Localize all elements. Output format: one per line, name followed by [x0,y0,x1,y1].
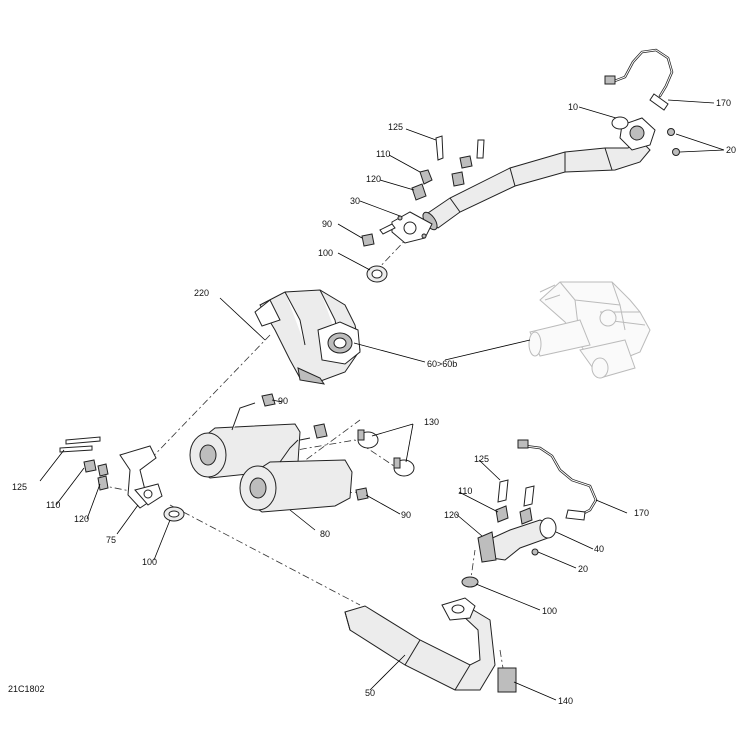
callout-90-upper: 90 [322,219,332,229]
diagram-code: 21C1802 [8,684,45,694]
callout-110-right: 110 [458,486,472,496]
front-exhaust-pipe [391,116,680,244]
callout-130: 130 [424,417,439,427]
callout-80: 80 [320,529,330,539]
catalytic-converter [254,289,361,385]
callout-10: 10 [568,102,578,112]
oxygen-sensor-lower [517,439,598,521]
callout-30: 30 [350,196,360,206]
callout-170-lower: 170 [634,508,649,518]
muffler-lower [239,439,353,513]
callout-leaders [39,99,725,701]
callout-120-right: 120 [444,510,459,520]
callout-170-upper: 170 [716,98,731,108]
callout-110-left: 110 [46,500,60,510]
upper-hardware [361,135,485,283]
callout-90-middle: 90 [278,396,288,406]
callout-75: 75 [106,535,116,545]
left-mount-hardware [59,436,185,522]
rear-elbow-pipe [477,479,557,563]
rear-exhaust-pipe [344,597,517,693]
callout-100-upper: 100 [318,248,333,258]
callout-100-left: 100 [142,557,157,567]
callout-120-upper: 120 [366,174,381,184]
oxygen-sensor-upper [604,48,674,111]
muffler-clamps [357,429,415,477]
callout-20-lower: 20 [578,564,588,574]
callout-20-upper: 20 [726,145,736,155]
callout-125-upper: 125 [388,122,403,132]
callout-110-upper: 110 [376,149,390,159]
callout-40: 40 [594,544,604,554]
callout-220: 220 [194,288,209,298]
callout-140: 140 [558,696,573,706]
callout-100-lower: 100 [542,606,557,616]
callout-50: 50 [365,688,375,698]
callout-90-right: 90 [401,510,411,520]
reference-assembly-ghost [528,281,651,379]
callout-125-right: 125 [474,454,489,464]
callout-120-left: 120 [74,514,89,524]
callout-labels: 170 10 20 125 110 120 30 90 100 220 60>6… [8,98,736,706]
gasket-100-right [461,576,479,588]
callout-60-60b: 60>60b [427,359,457,369]
grommets-90 [261,393,369,501]
callout-125-left: 125 [12,482,27,492]
